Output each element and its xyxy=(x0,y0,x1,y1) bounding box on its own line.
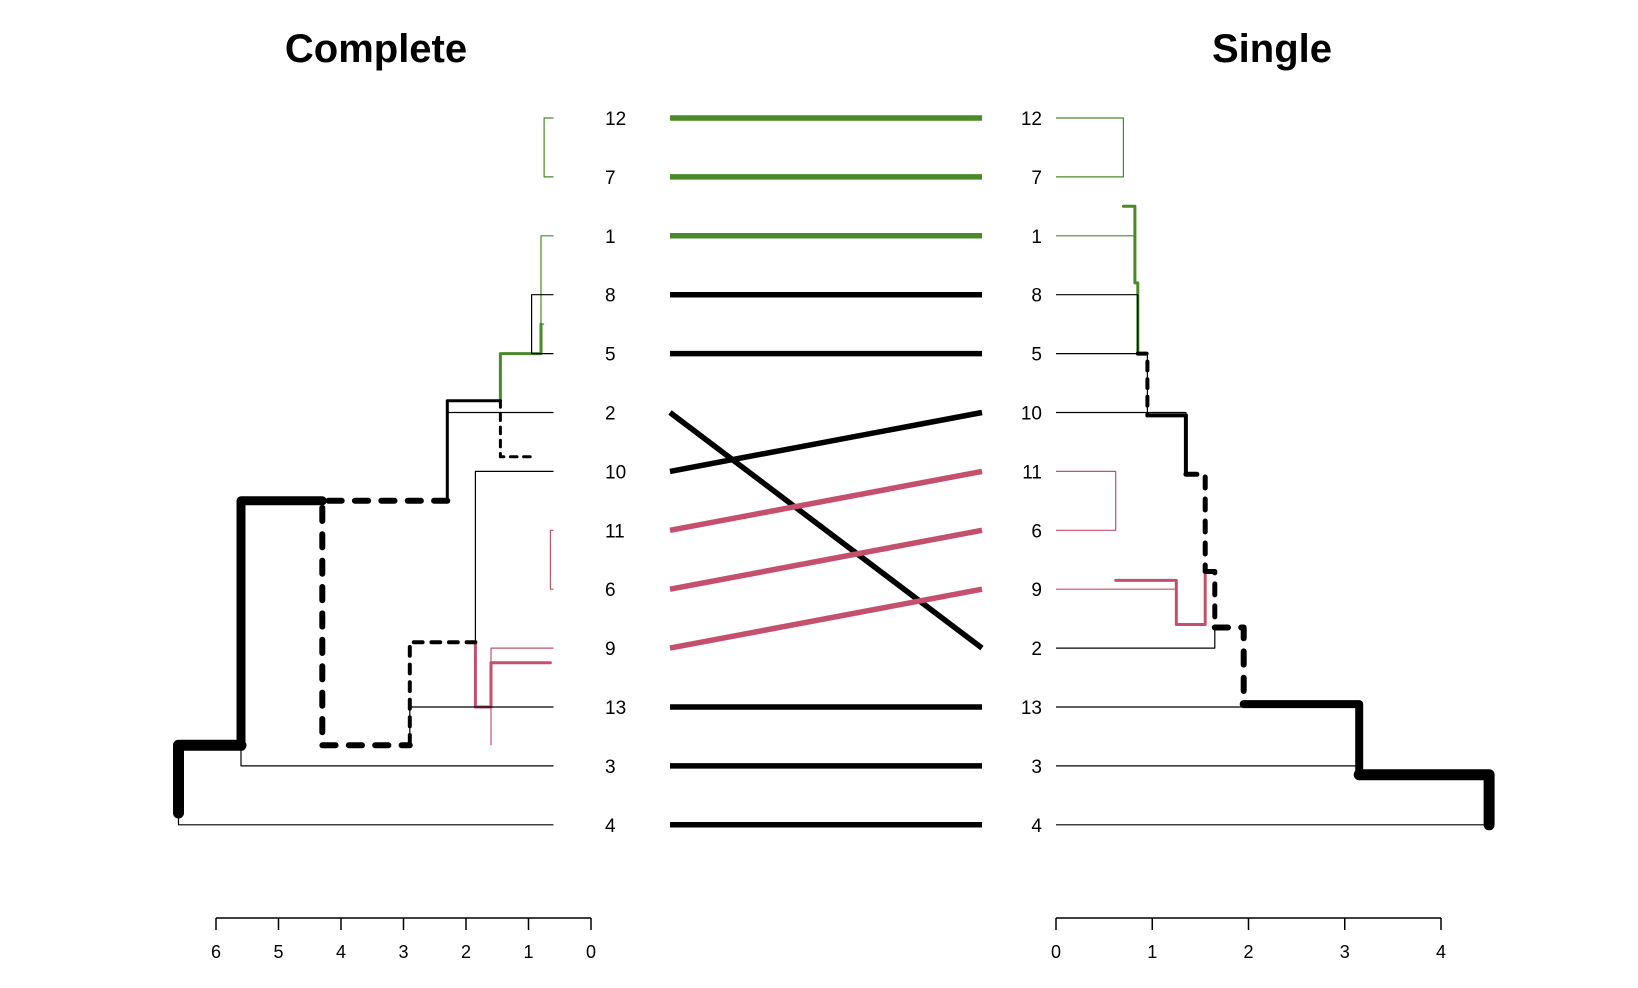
left-branch-1 xyxy=(540,235,554,325)
right-branch-13 xyxy=(1056,627,1216,649)
right-branch-7 xyxy=(1056,411,1187,475)
left-branch-14 xyxy=(236,496,327,750)
left-axis-tick-label: 6 xyxy=(211,942,221,962)
left-axis-tick-label: 1 xyxy=(523,942,533,962)
connection-line-2 xyxy=(668,410,984,651)
left-dendrogram xyxy=(173,117,554,826)
right-branch-11 xyxy=(1114,570,1207,626)
left-branch-11 xyxy=(474,470,554,643)
left-leaf-label: 7 xyxy=(605,168,616,189)
connection-line-9 xyxy=(669,586,983,651)
right-dendrogram xyxy=(1056,117,1495,831)
connection-line-10 xyxy=(669,409,983,475)
left-axis-tick-label: 2 xyxy=(461,942,471,962)
right-branch-5 xyxy=(1056,353,1148,416)
right-branch-9 xyxy=(1056,470,1117,531)
right-branch-18 xyxy=(1353,769,1495,831)
left-leaf-label: 8 xyxy=(605,286,616,307)
right-axis-tick-label: 2 xyxy=(1243,942,1253,962)
left-branch-3 xyxy=(445,399,502,503)
left-branch-0 xyxy=(543,117,554,178)
left-leaf-label: 2 xyxy=(605,404,616,425)
connection-lines xyxy=(668,115,984,828)
right-leaf-label: 6 xyxy=(1031,521,1042,542)
left-leaf-label: 9 xyxy=(605,639,616,660)
right-branch-15 xyxy=(1056,704,1245,708)
right-leaf-label: 9 xyxy=(1031,580,1042,601)
right-leaf-label: 4 xyxy=(1031,816,1042,837)
left-leaf-label: 13 xyxy=(605,698,626,719)
right-leaf-label: 2 xyxy=(1031,639,1042,660)
right-leaf-label: 10 xyxy=(1021,404,1042,425)
right-leaf-label: 12 xyxy=(1021,109,1042,130)
right-leaf-label: 8 xyxy=(1031,286,1042,307)
left-leaf-labels: 12 7 1 8 5 2 10 11 6 9 13 3 4 xyxy=(605,109,626,837)
right-branch-10 xyxy=(1056,588,1177,625)
connection-line-11 xyxy=(669,468,983,534)
right-branch-8 xyxy=(1183,471,1208,574)
left-axis-tick-label: 3 xyxy=(398,942,408,962)
right-branch-17 xyxy=(1056,765,1360,775)
left-branch-13 xyxy=(409,706,554,746)
right-branch-3 xyxy=(1056,294,1139,354)
left-branch-16 xyxy=(173,739,247,819)
right-branch-14 xyxy=(1211,624,1247,708)
left-branch-6 xyxy=(446,411,554,501)
right-leaf-label: 11 xyxy=(1022,462,1042,483)
left-branch-8 xyxy=(549,529,554,590)
right-leaf-label: 3 xyxy=(1031,757,1042,778)
left-axis-tick-label: 5 xyxy=(273,942,283,962)
right-branch-6 xyxy=(1145,413,1188,477)
right-branch-2 xyxy=(1121,204,1140,356)
left-height-axis: 6 5 4 3 2 1 0 xyxy=(211,917,596,962)
connection-line-6 xyxy=(669,527,983,592)
right-branch-1 xyxy=(1056,235,1136,283)
right-branch-16 xyxy=(1239,700,1364,779)
right-branch-12 xyxy=(1202,569,1218,630)
left-branch-10 xyxy=(473,640,552,709)
left-leaf-label: 12 xyxy=(605,109,626,130)
right-tree-title: Single xyxy=(1212,27,1332,71)
left-branch-7 xyxy=(319,497,451,749)
left-leaf-label: 5 xyxy=(605,345,616,366)
left-leaf-label: 11 xyxy=(605,521,625,542)
left-branch-17 xyxy=(177,813,554,826)
right-leaf-labels: 12 7 1 8 5 10 11 6 9 2 13 3 4 xyxy=(1021,109,1043,837)
left-leaf-label: 6 xyxy=(605,580,616,601)
left-branch-4 xyxy=(531,294,554,355)
left-branch-12 xyxy=(407,640,478,748)
right-leaf-label: 5 xyxy=(1031,345,1042,366)
right-leaf-label: 13 xyxy=(1021,698,1042,719)
left-tree-title: Complete xyxy=(285,27,467,71)
right-axis-tick-label: 1 xyxy=(1147,942,1157,962)
right-axis-tick-label: 0 xyxy=(1051,942,1061,962)
left-axis-tick-label: 0 xyxy=(586,942,596,962)
right-axis-tick-label: 3 xyxy=(1340,942,1350,962)
left-leaf-label: 10 xyxy=(605,462,626,483)
right-branch-0 xyxy=(1056,117,1124,178)
right-branch-4 xyxy=(1135,351,1150,418)
left-branch-5 xyxy=(498,399,534,459)
left-branch-2 xyxy=(498,322,543,403)
left-axis-tick-label: 4 xyxy=(336,942,346,962)
right-leaf-label: 7 xyxy=(1031,168,1042,189)
right-axis-tick-label: 4 xyxy=(1436,942,1446,962)
left-branch-15 xyxy=(240,745,554,767)
left-leaf-label: 3 xyxy=(605,757,616,778)
right-leaf-label: 1 xyxy=(1031,227,1042,248)
left-branch-9 xyxy=(490,647,554,746)
left-leaf-label: 1 xyxy=(605,227,616,248)
left-leaf-label: 4 xyxy=(605,816,616,837)
right-height-axis: 0 1 2 3 4 xyxy=(1051,917,1446,962)
